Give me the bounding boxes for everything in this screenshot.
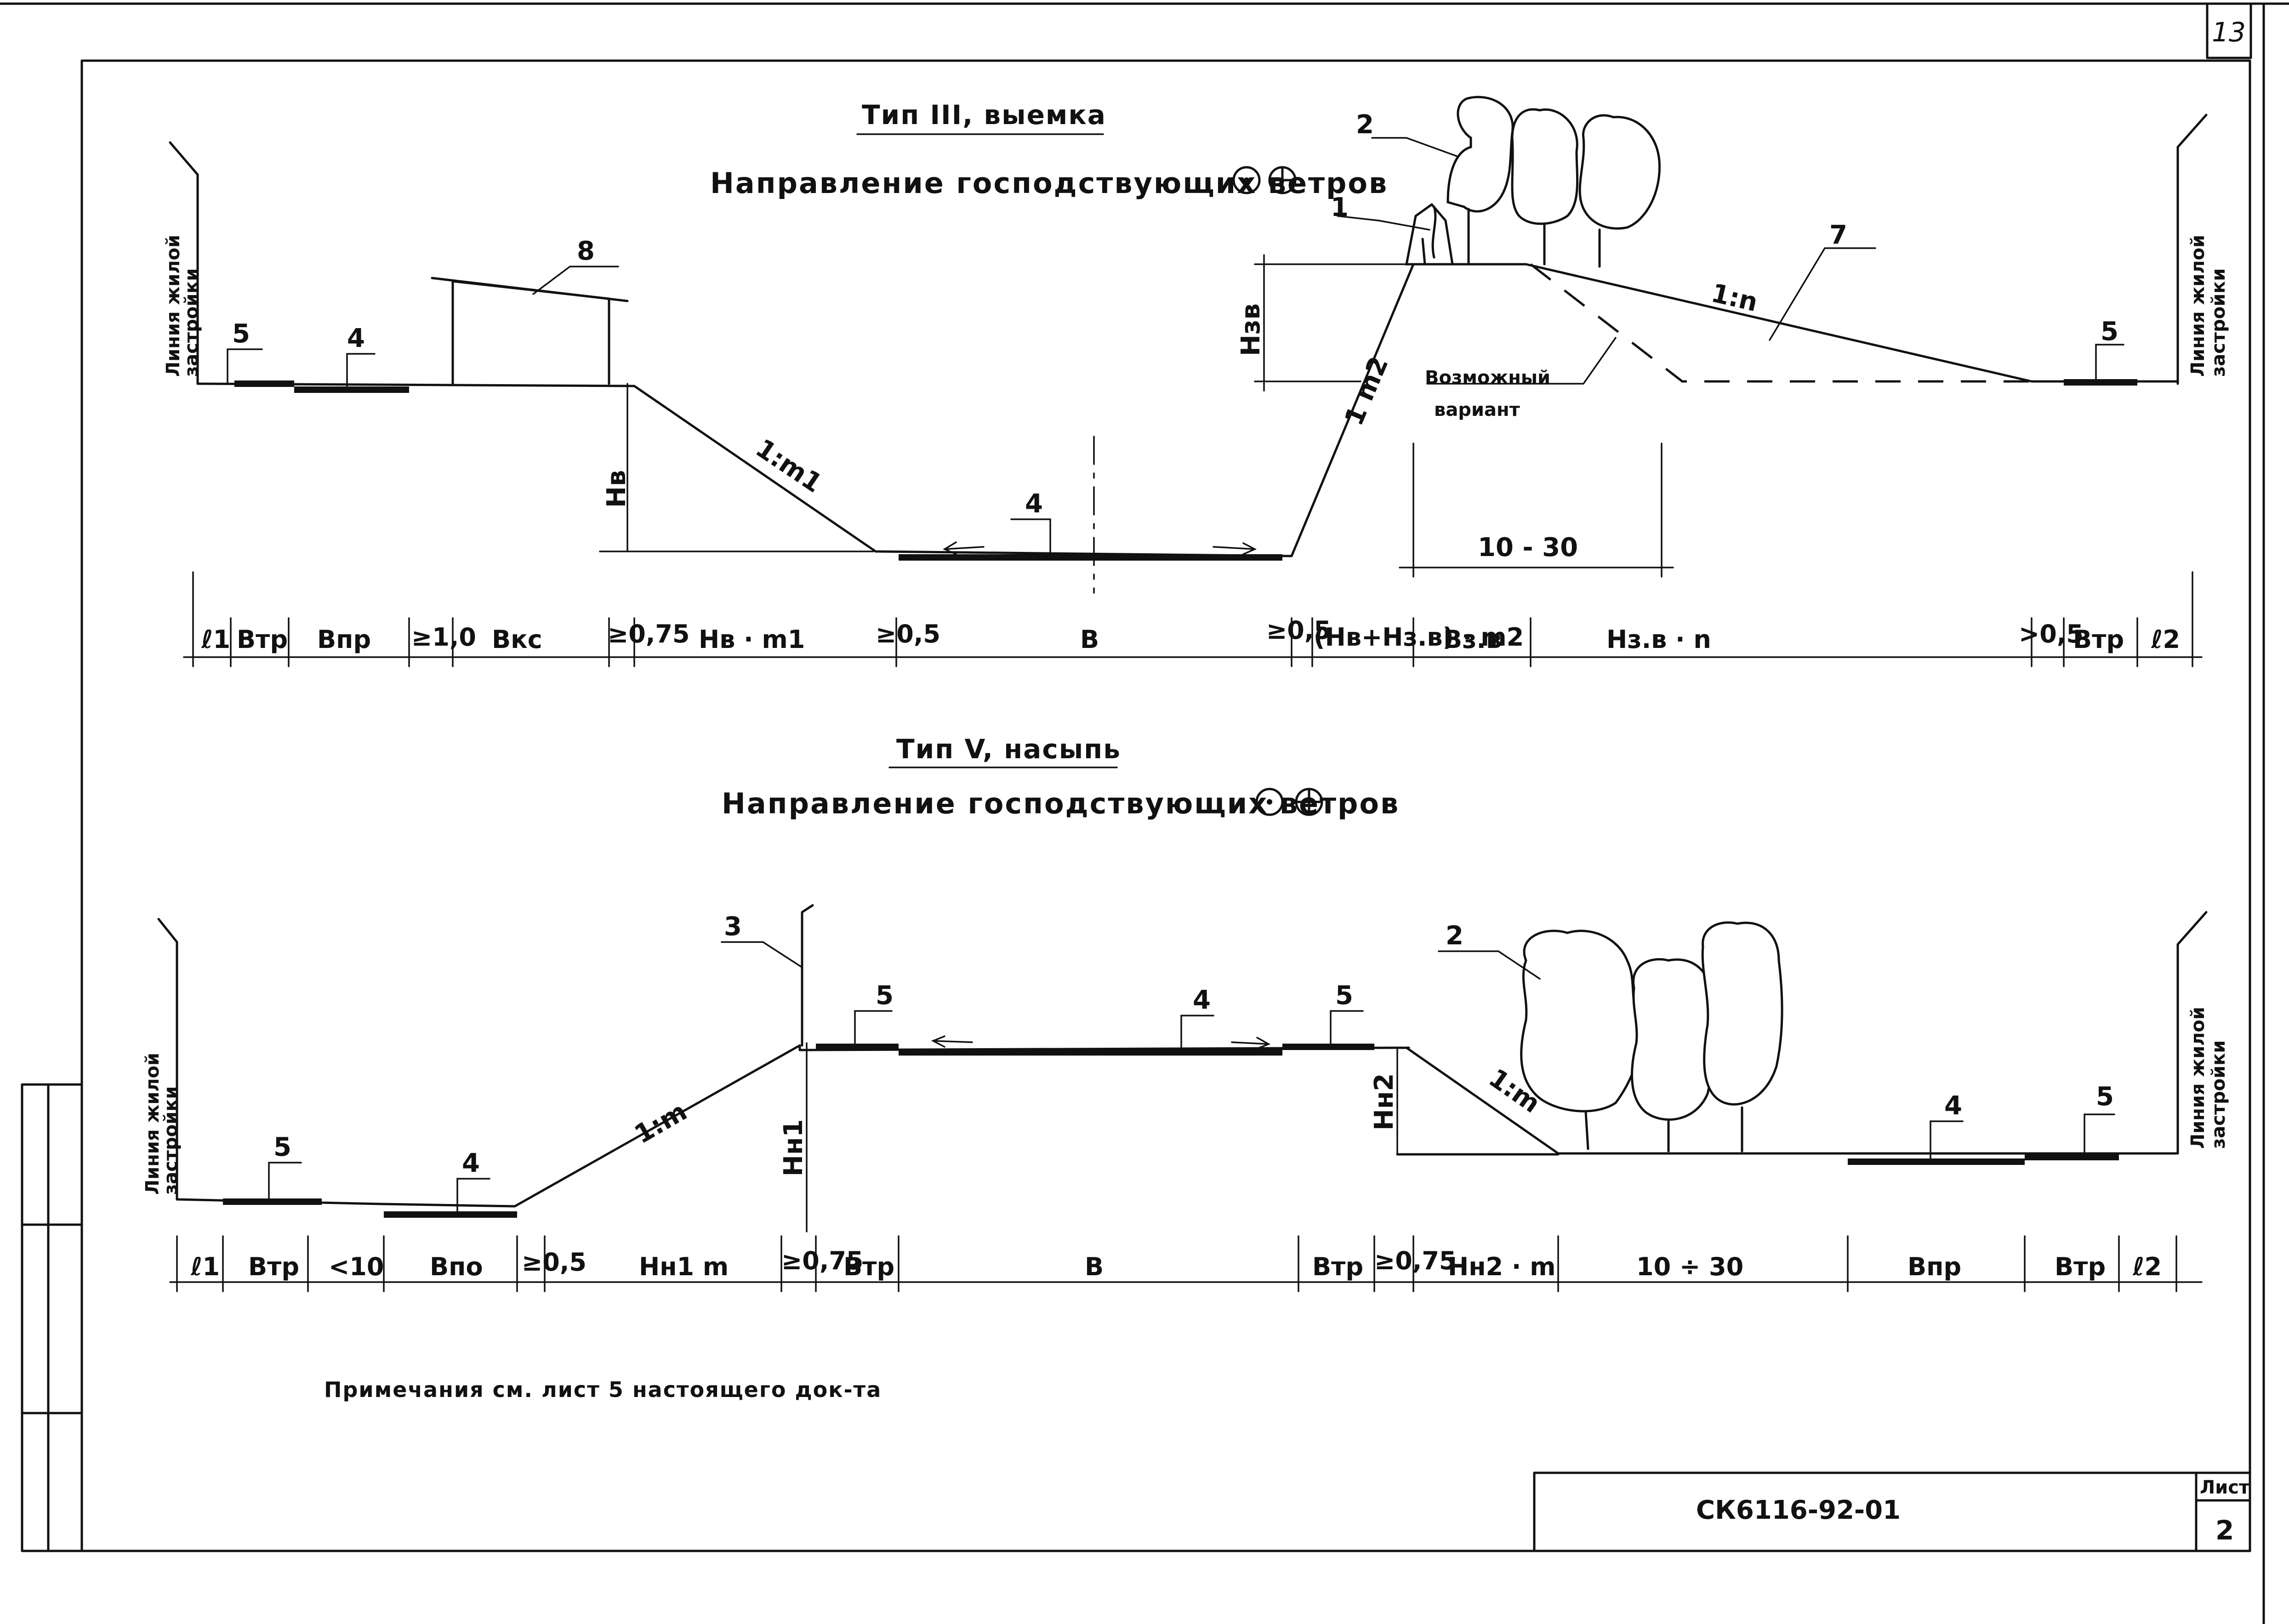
cut-dim-1: Втр (237, 625, 288, 654)
cut-dim-3: ≥1,0 (411, 623, 476, 652)
fill-height-hn2: Hн2 (1369, 1073, 1399, 1130)
fill-dim-3: Впо (430, 1252, 483, 1281)
fill-wind-symbols (1255, 788, 1323, 816)
cut-side-left-2: застройки (181, 268, 202, 377)
wind-symbols (1232, 166, 1297, 194)
cut-height-hzv: Hзв (1236, 303, 1266, 356)
fill-callout-4b: 4 (1193, 985, 1211, 1015)
fill-right-residential-line (2176, 911, 2208, 1155)
fill-callout-3: 3 (724, 912, 742, 942)
fill-side-left-2: застройки (160, 1086, 182, 1195)
fill-dim-1: Втр (248, 1252, 299, 1281)
fill-title: Тип V, насыпь (896, 733, 1121, 765)
cut-right-residential-line (2176, 114, 2208, 385)
fill-callout-5b: 5 (876, 981, 894, 1011)
fill-side-left-1: Линия жилой (142, 1053, 163, 1195)
cut-dim-7: ≥0,5 (876, 619, 940, 648)
cut-callout-2: 2 (1356, 110, 1374, 140)
fill-left-residential-line (157, 918, 178, 1201)
cut-callout-1: 1 (1331, 193, 1349, 222)
fill-dim-13: Впр (1908, 1252, 1961, 1281)
fill-dim-9: Втр (1312, 1252, 1363, 1281)
fill-dim-5: Hн1 m (639, 1252, 729, 1281)
cut-side-right-1: Линия жилой (2187, 235, 2209, 377)
stamp-sheet-label: Лист (2200, 1477, 2250, 1498)
section-cut: Тип III, выемка Направление господствующ… (163, 96, 2229, 667)
fill-dimension-chain (169, 1235, 2203, 1292)
fill-wind-heading: Направление господствующих ветров (722, 787, 1400, 820)
cut-dim-11: Вз.в (1443, 625, 1502, 654)
fill-dim-2: <10 (329, 1252, 384, 1281)
cut-dim-5: ≥0,75 (608, 619, 689, 648)
cut-slope-right: 1 m2 (1339, 352, 1395, 430)
cut-callout-7: 7 (1829, 220, 1847, 250)
cut-callout-4a: 4 (347, 324, 365, 353)
fill-dim-14: Втр (2055, 1252, 2106, 1281)
cut-dim-14: Втр (2073, 625, 2124, 654)
fill-callout-4c: 4 (1944, 1091, 1962, 1121)
fill-dim-10: ≥0,75 (1374, 1246, 1456, 1275)
cut-dim-10: (Hв+Hз.в) · m2 (1314, 623, 1524, 652)
fill-callout-2: 2 (1446, 921, 1463, 951)
notes-text: Примечания см. лист 5 настоящего док-та (324, 1377, 882, 1402)
fill-dim-4: ≥0,5 (522, 1248, 586, 1277)
fill-dim-8: В (1085, 1252, 1104, 1281)
cut-side-left-1: Линия жилой (163, 235, 184, 377)
fill-height-hn1: Hн1 (779, 1119, 809, 1176)
fill-dim-15: ℓ2 (2132, 1252, 2162, 1281)
cut-wind-heading: Направление господствующих ветров (710, 166, 1388, 200)
cut-dim-15: ℓ2 (2151, 625, 2180, 654)
cut-side-right-2: застройки (2208, 268, 2229, 377)
cut-dimension-chain (183, 571, 2203, 667)
cut-variant-1: Возможный (1425, 367, 1550, 388)
fill-side-right-1: Линия жилой (2187, 1007, 2209, 1149)
cut-range: 10 - 30 (1478, 533, 1578, 562)
stamp-sheet-value: 2 (2215, 1515, 2234, 1546)
cut-callout-5a: 5 (232, 319, 250, 349)
cut-slope-far: 1:n (1708, 278, 1760, 318)
cut-dim-2: Впр (317, 625, 371, 654)
cut-ground-profile (196, 263, 2179, 557)
cut-callout-8: 8 (577, 236, 595, 266)
cut-left-residential-line (169, 141, 199, 385)
cut-dim-9: ≥0,5 (1266, 616, 1331, 645)
fill-callout-4a: 4 (462, 1148, 480, 1178)
fill-dim-0: ℓ1 (190, 1252, 220, 1281)
cut-height-hv: Hв (602, 470, 632, 508)
fill-dim-11: Hн2 · m (1448, 1252, 1555, 1281)
fill-slope-left: 1:m (630, 1096, 692, 1150)
fill-dim-6: ≥0,75 (781, 1246, 863, 1275)
cut-variant-2: вариант (1434, 399, 1520, 420)
cut-dim-12: Hз.в · n (1606, 625, 1711, 654)
section-fill: Тип V, насыпь Направление господствующих… (142, 733, 2229, 1292)
cut-slope-left: 1:m1 (750, 433, 827, 499)
fill-dim-7: Втр (843, 1252, 894, 1281)
fill-side-right-2: застройки (2208, 1040, 2229, 1149)
fill-callout-5d: 5 (2096, 1082, 2114, 1112)
cut-dim-6: Hв · m1 (699, 625, 805, 654)
fill-callout-5c: 5 (1335, 981, 1353, 1011)
cut-tree-planting (1405, 96, 1661, 268)
cut-callout-5b: 5 (2101, 317, 2118, 346)
cut-title: Тип III, выемка (862, 99, 1106, 131)
stamp-code: СК6116-92-01 (1696, 1495, 1901, 1525)
cut-dim-4: Вкс (492, 625, 542, 654)
fill-callout-5a: 5 (273, 1132, 291, 1162)
fill-tree-planting (1520, 921, 1783, 1153)
sheet-number: 13 (2212, 17, 2246, 48)
cut-dim-0: ℓ1 (201, 625, 230, 654)
cut-callout-4b: 4 (1025, 489, 1043, 519)
fill-ground-profile (176, 1044, 2178, 1208)
cut-dim-8: В (1080, 625, 1099, 654)
cut-possible-variant-line (1530, 263, 2032, 383)
cut-dim-13: >0,5 (2019, 619, 2084, 648)
fill-dim-12: 10 ÷ 30 (1636, 1252, 1743, 1281)
